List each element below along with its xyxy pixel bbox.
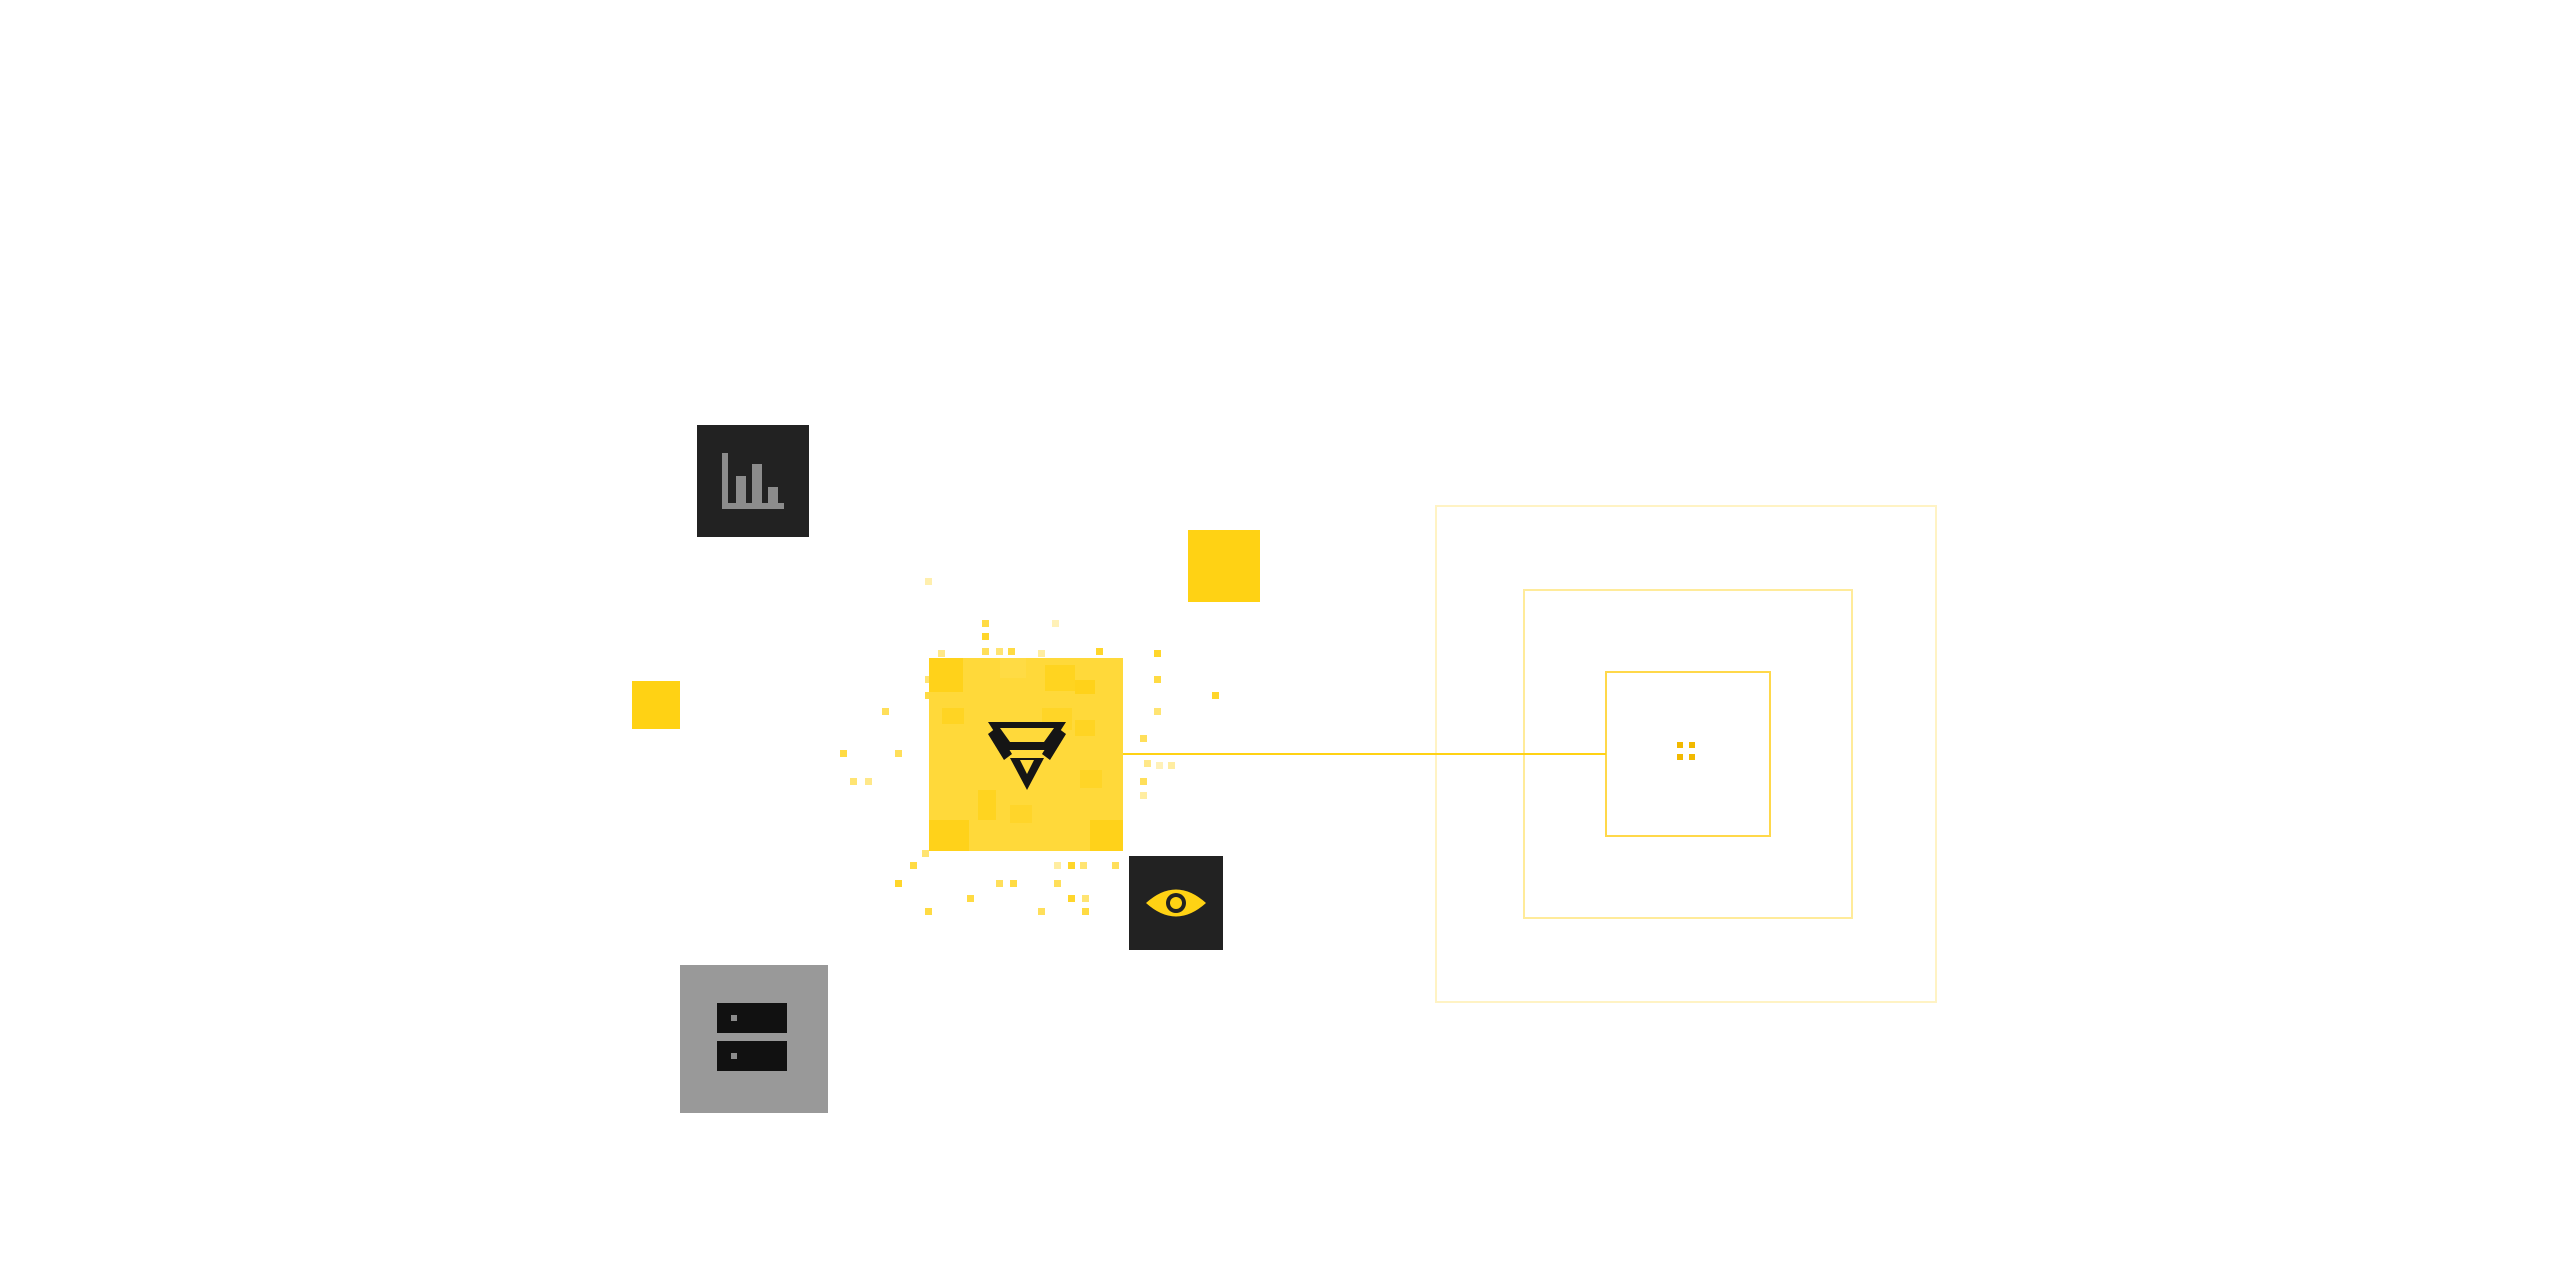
- pixel-particle: [996, 648, 1003, 655]
- pixel-particles: [840, 578, 1219, 915]
- target-ring-inner: [1605, 671, 1771, 837]
- core-node[interactable]: [929, 658, 1123, 851]
- analytics-node[interactable]: [697, 425, 809, 537]
- accent-square-left: [632, 681, 680, 729]
- grid-dots-icon: [1677, 742, 1695, 760]
- brand-logo-icon: [988, 722, 1066, 790]
- pixel-particle: [1082, 895, 1089, 902]
- pixel-particle: [1038, 908, 1045, 915]
- pixel-particle: [1052, 620, 1059, 627]
- pixel-particle: [925, 908, 932, 915]
- pixel-particle: [1140, 778, 1147, 785]
- pixel-particle: [1010, 880, 1017, 887]
- storage-tile: [680, 965, 828, 1113]
- pixel-particle: [1008, 648, 1015, 655]
- pixel-particle: [982, 620, 989, 627]
- pixel-particle: [1154, 676, 1161, 683]
- core-tile-texture: [929, 658, 1123, 851]
- pixel-particle: [1140, 735, 1147, 742]
- storage-node[interactable]: [680, 965, 828, 1113]
- pixel-particle: [1096, 648, 1103, 655]
- pixel-particle: [1140, 792, 1147, 799]
- pixel-particle: [1038, 650, 1045, 657]
- pixel-particle: [925, 692, 932, 699]
- accent-square-top: [1188, 530, 1260, 602]
- pixel-particle: [925, 578, 932, 585]
- pixel-particle: [925, 676, 932, 683]
- pixel-particle: [840, 750, 847, 757]
- monitor-node[interactable]: [1129, 856, 1223, 950]
- pixel-particle: [882, 708, 889, 715]
- pixel-particle: [982, 633, 989, 640]
- bar-chart-icon: [722, 453, 784, 509]
- pixel-particle: [1154, 708, 1161, 715]
- pixel-particle: [1212, 692, 1219, 699]
- server-icon: [717, 1003, 787, 1071]
- pixel-particle: [1068, 862, 1075, 869]
- pixel-particle: [1068, 895, 1075, 902]
- eye-icon: [1146, 889, 1206, 917]
- pixel-particle: [1154, 650, 1161, 657]
- pixel-particle: [850, 778, 857, 785]
- pixel-particle: [1112, 862, 1119, 869]
- pixel-particle: [1054, 880, 1061, 887]
- pixel-particle: [910, 862, 917, 869]
- pixel-particle: [1168, 762, 1175, 769]
- pixel-particle: [996, 880, 1003, 887]
- pixel-particle: [922, 850, 929, 857]
- pixel-particle: [1054, 862, 1061, 869]
- pixel-particle: [1144, 760, 1151, 767]
- pixel-particle: [895, 750, 902, 757]
- pixel-particle: [938, 650, 945, 657]
- pixel-particle: [967, 895, 974, 902]
- pixel-particle: [1156, 762, 1163, 769]
- pixel-particle: [1080, 862, 1087, 869]
- pixel-particle: [982, 648, 989, 655]
- pixel-particle: [865, 778, 872, 785]
- pixel-particle: [1082, 908, 1089, 915]
- pixel-particle: [895, 880, 902, 887]
